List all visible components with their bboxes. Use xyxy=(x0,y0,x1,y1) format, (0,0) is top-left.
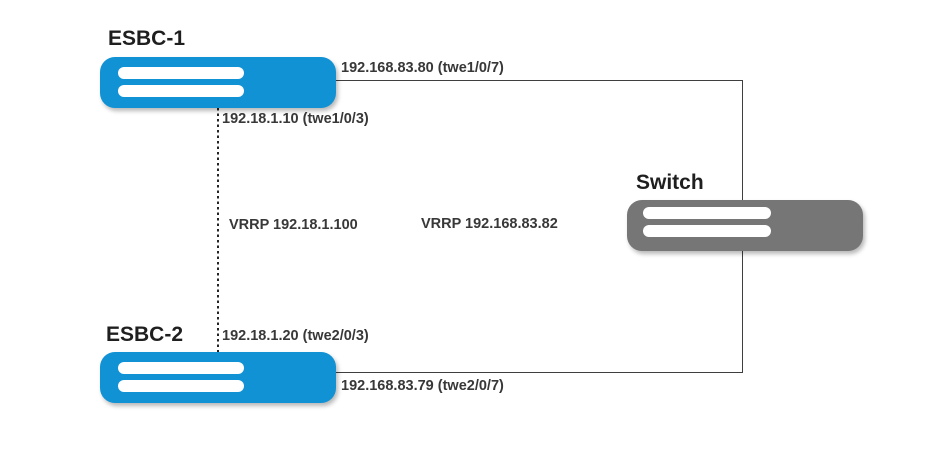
switch-device xyxy=(627,200,863,251)
link-esbc1-switch-horizontal-line xyxy=(336,80,743,81)
switch-title: Switch xyxy=(636,171,704,194)
switch-port-bar-1 xyxy=(643,207,771,219)
label-esbc2-switch-interface: 192.168.83.79 (twe2/0/7) xyxy=(341,378,504,394)
esbc2-port-bar-2 xyxy=(118,380,244,392)
label-esbc1-heartbeat-interface: 192.18.1.10 (twe1/0/3) xyxy=(222,111,369,127)
label-esbc1-switch-interface: 192.168.83.80 (twe1/0/7) xyxy=(341,60,504,76)
link-esbc1-esbc2-dotted-line xyxy=(217,108,219,352)
esbc2-device xyxy=(100,352,336,403)
esbc2-port-bar-1 xyxy=(118,362,244,374)
esbc2-title: ESBC-2 xyxy=(106,323,184,346)
label-vrrp-internal: VRRP 192.18.1.100 xyxy=(229,217,358,233)
label-esbc2-heartbeat-interface: 192.18.1.20 (twe2/0/3) xyxy=(222,328,369,344)
esbc1-title: ESBC-1 xyxy=(108,27,186,50)
esbc1-port-bar-1 xyxy=(118,67,244,79)
switch-port-bar-2 xyxy=(643,225,771,237)
link-esbc2-switch-horizontal-line xyxy=(336,372,743,373)
label-vrrp-external: VRRP 192.168.83.82 xyxy=(421,216,558,232)
esbc1-device xyxy=(100,57,336,108)
esbc1-port-bar-2 xyxy=(118,85,244,97)
